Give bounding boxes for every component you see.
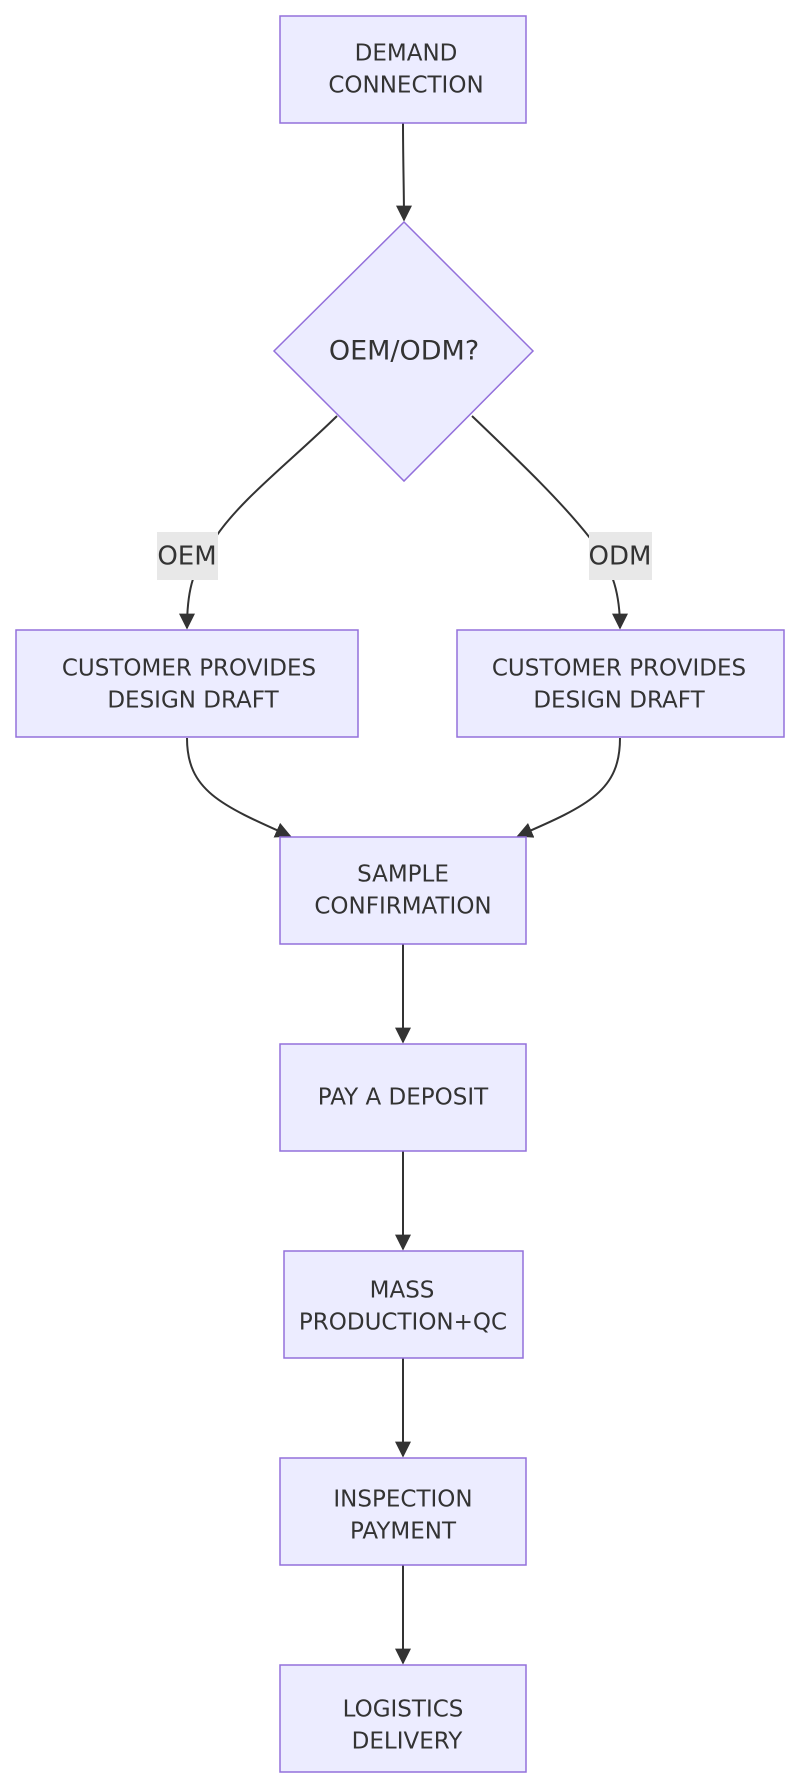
svg-text:PRODUCTION+QC: PRODUCTION+QC [299, 1310, 507, 1336]
edge-decision-to-odm [471, 415, 628, 630]
edge-label-oem: OEM [157, 532, 218, 580]
svg-text:DELIVERY: DELIVERY [352, 1729, 464, 1755]
edge-oem-to-sample [186, 737, 292, 838]
node-sample-confirmation: SAMPLE CONFIRMATION [279, 836, 527, 945]
node-pay-deposit: PAY A DEPOSIT [279, 1043, 527, 1152]
node-mass-production-qc: MASS PRODUCTION+QC [283, 1250, 524, 1359]
svg-text:PAY A DEPOSIT: PAY A DEPOSIT [318, 1085, 489, 1111]
svg-text:CONFIRMATION: CONFIRMATION [314, 894, 491, 920]
node-demand-connection: DEMAND CONNECTION [279, 15, 527, 124]
svg-text:OEM: OEM [157, 542, 216, 572]
svg-text:CUSTOMER PROVIDES: CUSTOMER PROVIDES [492, 656, 746, 682]
svg-text:PAYMENT: PAYMENT [350, 1519, 457, 1545]
edge-decision-to-oem [179, 415, 338, 630]
svg-text:OEM/ODM?: OEM/ODM? [329, 336, 479, 367]
node-odm-customer-design-draft: CUSTOMER PROVIDES DESIGN DRAFT [456, 629, 785, 738]
svg-text:ODM: ODM [589, 542, 652, 572]
svg-text:MASS: MASS [370, 1278, 435, 1304]
svg-text:DEMAND: DEMAND [355, 41, 458, 67]
svg-text:CUSTOMER PROVIDES: CUSTOMER PROVIDES [62, 656, 316, 682]
node-inspection-payment: INSPECTION PAYMENT [279, 1457, 527, 1566]
node-oem-customer-design-draft: CUSTOMER PROVIDES DESIGN DRAFT [15, 629, 359, 738]
svg-text:DESIGN DRAFT: DESIGN DRAFT [533, 688, 705, 714]
edge-odm-to-sample [516, 737, 621, 838]
svg-text:DESIGN DRAFT: DESIGN DRAFT [107, 688, 279, 714]
node-logistics-delivery: LOGISTICS DELIVERY [279, 1664, 527, 1773]
svg-text:CONNECTION: CONNECTION [328, 73, 483, 99]
edge-demand-to-decision [395, 121, 412, 222]
svg-text:SAMPLE: SAMPLE [357, 862, 449, 888]
decision-oem-odm: OEM/ODM? [272, 220, 535, 483]
edge-label-odm: ODM [589, 532, 652, 580]
svg-text:INSPECTION: INSPECTION [333, 1487, 472, 1513]
svg-text:LOGISTICS: LOGISTICS [343, 1697, 464, 1723]
